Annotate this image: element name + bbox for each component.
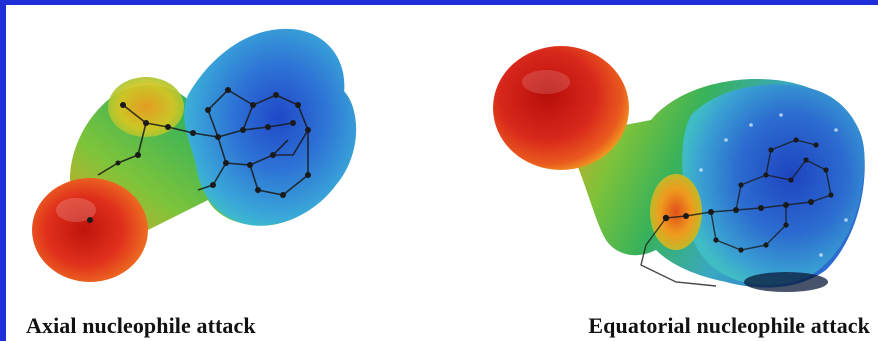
axial-attack-panel	[18, 15, 438, 315]
axial-attack-caption: Axial nucleophile attack	[26, 313, 256, 338]
axial-electrostatic-potential-map	[32, 28, 357, 282]
equatorial-attack-panel	[476, 20, 876, 320]
equatorial-electrostatic-potential-map	[493, 46, 865, 292]
equatorial-attack-caption: Equatorial nucleophile attack	[588, 313, 870, 338]
